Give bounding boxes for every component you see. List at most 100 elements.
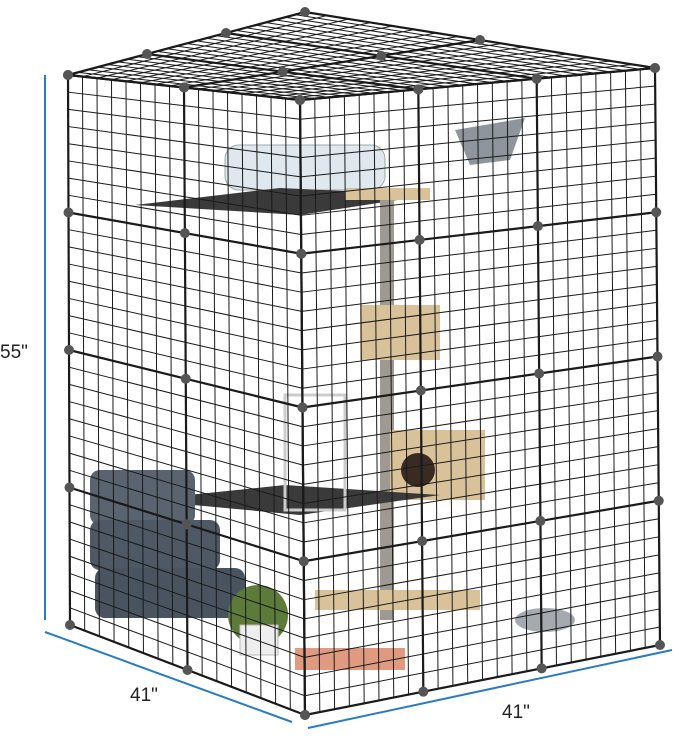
cat-toy — [515, 608, 575, 632]
wire — [69, 555, 305, 639]
panel-connector — [296, 248, 307, 259]
wire — [241, 53, 568, 95]
panel-connector — [179, 82, 189, 93]
right-panel — [295, 63, 665, 720]
panel-connector — [535, 515, 546, 526]
wire — [69, 469, 304, 543]
wire — [154, 32, 437, 85]
panel-connector — [297, 402, 308, 413]
panel-connector — [180, 373, 191, 384]
panel-connector — [179, 228, 190, 239]
panel-connector — [65, 620, 75, 630]
wire — [301, 283, 657, 332]
top-panel — [63, 7, 660, 105]
wire — [69, 538, 305, 620]
wire — [69, 418, 304, 485]
panel-connector — [181, 519, 192, 530]
wire — [140, 29, 415, 84]
panel-connector — [376, 50, 387, 61]
wire — [303, 482, 659, 543]
cat-tree-platform-top — [345, 188, 430, 200]
wire — [68, 332, 303, 389]
panel-connector — [64, 482, 75, 493]
wire — [68, 246, 302, 293]
wire — [68, 263, 302, 312]
wire — [302, 374, 658, 428]
depth-label: 41" — [130, 685, 158, 706]
wire — [69, 607, 306, 697]
wire — [67, 10, 306, 77]
panel-connector — [650, 63, 660, 73]
wire — [304, 590, 660, 658]
wire — [69, 590, 305, 678]
wire — [302, 355, 658, 409]
wire — [169, 36, 459, 87]
wire — [301, 301, 658, 351]
wire — [300, 175, 656, 216]
wire — [300, 103, 656, 139]
wire — [300, 157, 656, 197]
dimension-lines — [44, 75, 673, 729]
wire — [183, 38, 481, 89]
panel-connector — [534, 368, 545, 379]
wire — [68, 91, 301, 120]
panel-connector — [295, 95, 305, 105]
wire — [303, 536, 660, 601]
panel-connector — [475, 35, 485, 45]
ladder — [283, 393, 347, 512]
wire — [303, 518, 659, 581]
wire — [68, 280, 302, 332]
wire — [82, 15, 327, 78]
wire — [304, 643, 661, 717]
wire — [300, 121, 656, 159]
wire — [302, 392, 658, 447]
wire — [285, 64, 634, 99]
width-label: 41" — [502, 702, 530, 723]
food-bowl-tray — [295, 648, 405, 670]
wire — [69, 401, 304, 466]
wire — [68, 383, 303, 447]
panel-connector — [651, 207, 662, 218]
wire — [69, 435, 304, 505]
cube-seat-2 — [90, 520, 220, 570]
wire — [301, 247, 657, 293]
wire — [303, 446, 659, 505]
wire — [69, 452, 304, 524]
panel-connector — [655, 640, 665, 650]
panel-connector — [277, 66, 288, 77]
panel-connector — [414, 234, 425, 245]
wire — [68, 366, 303, 428]
wire — [69, 572, 305, 658]
width-dimension-line — [307, 649, 673, 729]
panel-connector — [413, 84, 424, 95]
wire — [300, 85, 656, 120]
wire — [68, 315, 303, 370]
panel-connector — [531, 73, 542, 84]
wire — [302, 337, 658, 389]
wire — [68, 194, 302, 236]
wire — [96, 18, 349, 79]
wire — [301, 229, 657, 274]
wire — [270, 60, 612, 98]
wire — [303, 464, 659, 524]
wire — [301, 193, 657, 236]
panel-connector — [418, 686, 429, 697]
wire — [227, 50, 546, 93]
cat-condo-hole — [401, 453, 435, 487]
wire — [301, 265, 657, 312]
wire — [301, 211, 657, 255]
wire — [69, 504, 305, 581]
depth-dimension-line — [44, 631, 293, 723]
panel-connector — [536, 663, 547, 674]
panel-connector — [63, 70, 73, 80]
wire — [299, 66, 656, 102]
panel-connector — [300, 710, 310, 720]
wire — [304, 572, 660, 639]
wire — [68, 160, 301, 197]
cube-seat-3 — [95, 568, 245, 618]
panel-connector — [652, 351, 663, 362]
wire — [68, 108, 301, 139]
panel-connector — [532, 221, 543, 232]
panel-connector — [64, 345, 74, 355]
